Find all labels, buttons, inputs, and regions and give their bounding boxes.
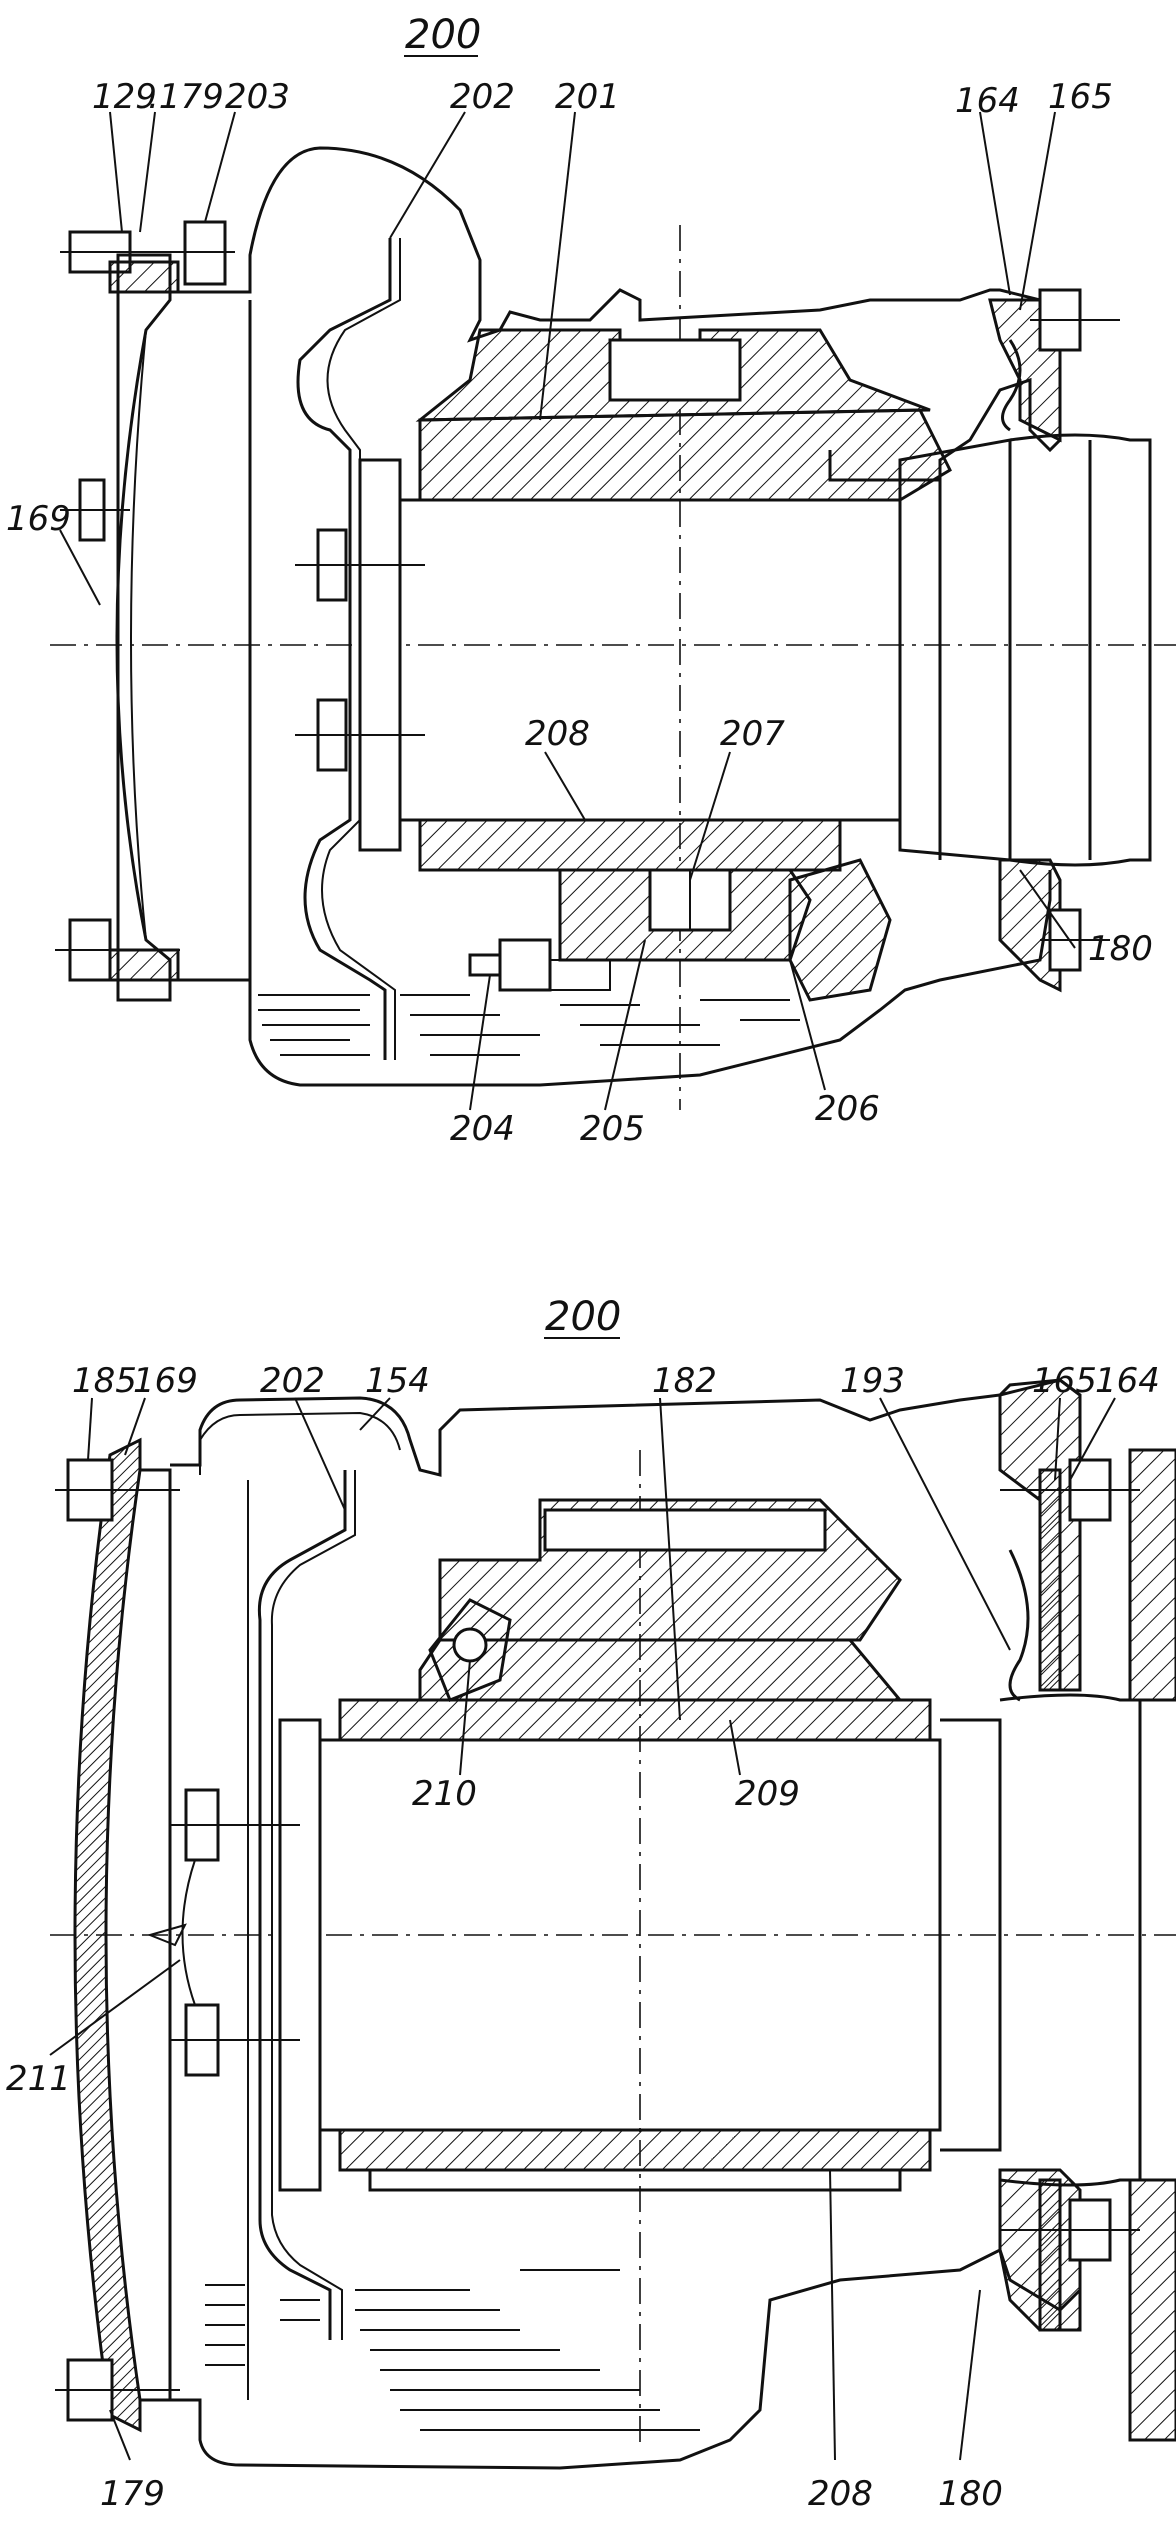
oil-bath-bottom	[205, 2269, 700, 2431]
pad-206	[788, 858, 892, 1002]
label-209: 209	[735, 1774, 800, 1814]
wheel-hub-right-top	[1128, 1448, 1176, 1702]
locking-wire-211	[181, 1859, 196, 2006]
figure-top: 200	[6, 12, 1176, 1149]
lower-plate	[368, 2168, 902, 2192]
seal-ring-bottom	[1038, 2178, 1062, 2332]
label-154: 154	[365, 1361, 430, 1401]
axle-collar	[898, 438, 1012, 862]
label-165: 165	[1048, 77, 1113, 117]
leaders-top	[59, 111, 1076, 1111]
wheel-hub-right-bottom	[1128, 2178, 1176, 2442]
plug-stem	[550, 959, 611, 991]
bottom-flange	[108, 948, 180, 982]
inner-cover-202	[296, 238, 392, 1060]
seal-lip-193	[1008, 1549, 1030, 1702]
inner-cover-202-bottom-back	[270, 1470, 356, 2340]
seal-ring-164	[1038, 1468, 1062, 1692]
label-164-b: 164	[1095, 1361, 1160, 1401]
housing-outer-bottom	[248, 300, 1052, 1087]
label-193: 193	[840, 1361, 905, 1401]
cover-rim	[140, 1468, 172, 2402]
housing-outer-154	[170, 1378, 1082, 1480]
label-201: 201	[555, 77, 620, 117]
label-203: 203	[225, 77, 290, 117]
axle-collar-bottom	[940, 1718, 1002, 2152]
housing-outer-bottom-154	[170, 2190, 1082, 2470]
label-208-b: 208	[808, 2474, 873, 2514]
end-cover-169-bottom	[73, 1437, 142, 2433]
bearing-182	[338, 1698, 932, 1742]
axle-end-flange	[358, 458, 402, 852]
wire-twist	[146, 1923, 187, 1947]
figure-bottom: 200	[6, 1294, 1176, 2514]
upper-cavity	[608, 338, 742, 402]
label-208: 208	[525, 714, 590, 754]
upper-cavity-b	[543, 1508, 827, 1552]
axle-journal-bottom	[999, 1693, 1142, 2187]
housing-inner-154	[199, 1411, 401, 1475]
label-202-b: 202	[260, 1361, 325, 1401]
bearing-bush-201	[418, 408, 952, 502]
label-206: 206	[815, 1089, 880, 1129]
label-180-b: 180	[938, 2474, 1003, 2514]
label-185: 185	[72, 1361, 137, 1401]
label-182: 182	[652, 1361, 717, 1401]
label-169-b: 169	[133, 1361, 198, 1401]
label-180: 180	[1088, 929, 1153, 969]
label-129: 129	[92, 77, 157, 117]
label-179-b: 179	[100, 2474, 165, 2514]
label-202: 202	[450, 77, 515, 117]
axle-journal	[1009, 433, 1152, 867]
label-211: 211	[6, 2059, 71, 2099]
label-204: 204	[450, 1109, 515, 1149]
bolt-129	[68, 230, 132, 274]
oil-plug-cap	[468, 953, 502, 977]
figure-top-title: 200	[405, 12, 481, 58]
oil-plug-204	[498, 938, 552, 992]
end-cover-169	[115, 253, 172, 1002]
label-164: 164	[955, 81, 1020, 121]
label-205: 205	[580, 1109, 645, 1149]
label-179: .179	[148, 77, 224, 117]
top-flange	[108, 260, 180, 294]
seal-lip-top	[1001, 339, 1022, 432]
oil-bath-top	[258, 994, 800, 1056]
inner-cover-202-bottom	[257, 1470, 347, 2340]
label-169: 169	[6, 499, 71, 539]
axle-end-flange-bottom	[278, 1718, 322, 2192]
label-165-b: 165	[1032, 1361, 1097, 1401]
leaders-bottom	[49, 1397, 1116, 2461]
label-207: 207	[720, 714, 785, 754]
figure-bottom-title: 200	[545, 1294, 621, 1340]
label-210: 210	[412, 1774, 477, 1814]
lower-bush-208-b	[338, 2128, 932, 2172]
lower-bush-208	[418, 818, 842, 872]
wedge-pivot	[452, 1627, 488, 1663]
axle-shaft	[400, 498, 902, 822]
seal-cap-bottom	[998, 858, 1062, 993]
cover-inner-curve	[130, 329, 147, 941]
